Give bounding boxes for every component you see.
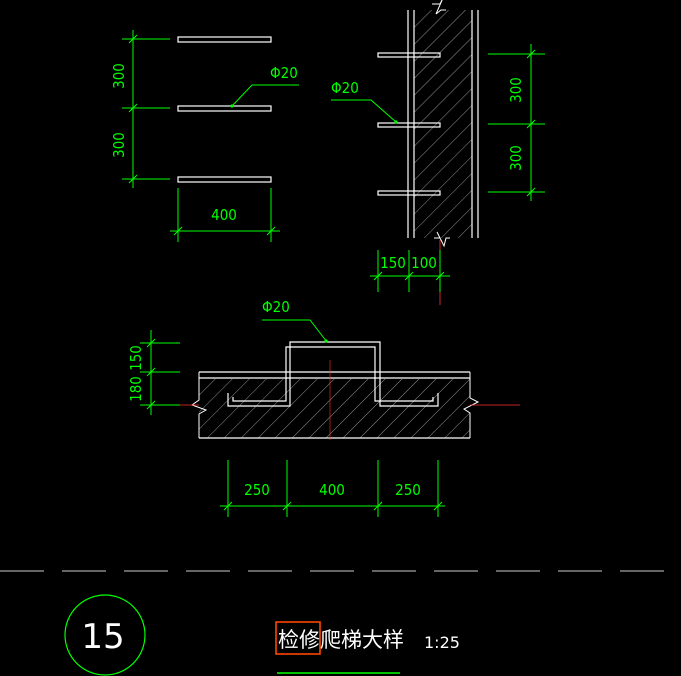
- title-scale: 1:25: [424, 633, 460, 652]
- top-right-view: 300 300 150 100 Φ20: [331, 0, 545, 305]
- rung-section-middle: [377, 122, 441, 128]
- section-bottom-dimension: [370, 250, 450, 292]
- slab-hatch: [199, 379, 470, 438]
- horizontal-dimension: [170, 188, 280, 242]
- dim-250-right: 250: [395, 481, 421, 499]
- dim-left-300-bottom: 300: [110, 132, 128, 158]
- break-right: [463, 372, 480, 438]
- vertical-dimension: [122, 30, 170, 188]
- bottom-view: 150 180 250 400 250 Φ20: [127, 298, 520, 517]
- callout-leader: [231, 84, 299, 107]
- dim-right-300-bottom: 300: [507, 145, 525, 171]
- bottom-dimension: [220, 460, 445, 517]
- title-highlight-text: 检修: [278, 628, 320, 652]
- dim-right-300-top: 300: [507, 77, 525, 103]
- callout-phi20: Φ20: [331, 79, 359, 97]
- dim-150: 150: [127, 345, 145, 371]
- title-block: 15 检修 爬梯大样 1:25: [64, 594, 460, 676]
- detail-number: 15: [81, 617, 124, 657]
- dim-150: 150: [380, 254, 406, 272]
- break-left: [190, 372, 208, 438]
- callout-phi20: Φ20: [262, 298, 290, 316]
- dim-250-left: 250: [244, 481, 270, 499]
- title-highlight-box: [275, 621, 321, 655]
- break-top: [432, 0, 446, 15]
- left-dimension: [140, 330, 180, 415]
- rung-top: [177, 36, 272, 43]
- callout-phi20: Φ20: [270, 64, 298, 82]
- detail-number-circle: [64, 594, 146, 676]
- rung-u-outer: [227, 341, 439, 407]
- rung-section-bottom: [377, 190, 441, 196]
- break-bottom: [434, 231, 450, 248]
- rung-u-inner: [232, 346, 434, 402]
- right-vertical-dimension: [488, 44, 545, 201]
- dim-400: 400: [319, 481, 345, 499]
- top-left-view: 300 300 400 Φ20: [110, 30, 299, 242]
- rung-middle: [177, 105, 272, 112]
- dim-width-400: 400: [211, 206, 237, 224]
- dim-left-300-top: 300: [110, 63, 128, 89]
- wall-hatch: [414, 10, 472, 238]
- rung-section-top: [377, 52, 441, 58]
- title-rest-text: 爬梯大样: [320, 628, 404, 652]
- callout-leader: [331, 99, 397, 123]
- rung-bottom: [177, 176, 272, 183]
- dim-180: 180: [127, 376, 145, 402]
- callout-leader: [262, 319, 328, 343]
- dim-100: 100: [411, 254, 437, 272]
